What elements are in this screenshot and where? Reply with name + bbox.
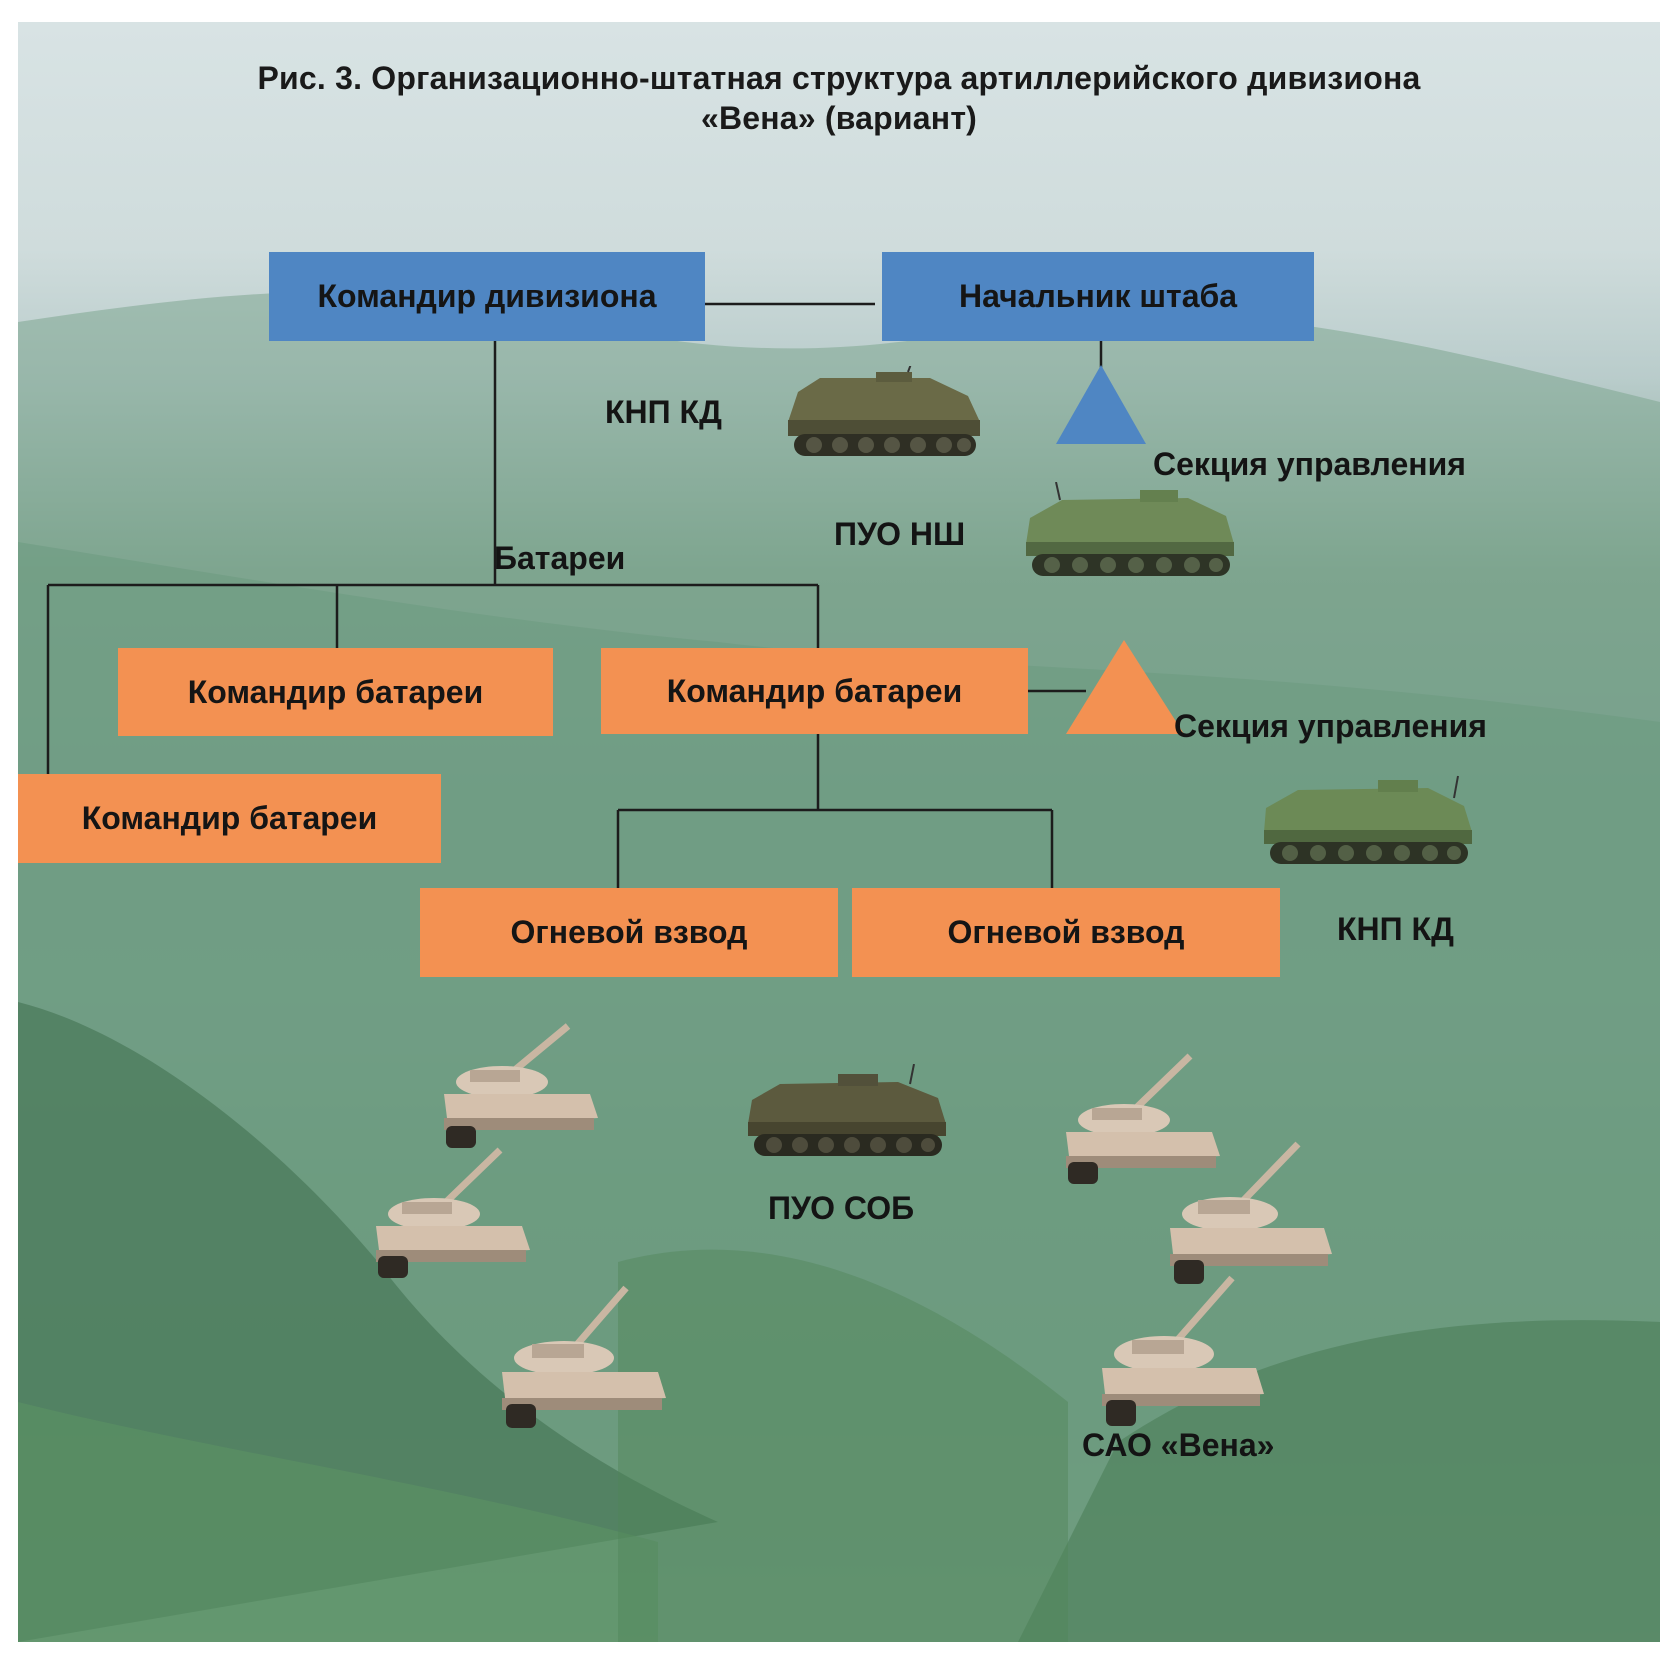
self-propelled-gun-icon [1170, 1141, 1332, 1284]
sao-vena-label: САО «Вена» [1082, 1427, 1275, 1463]
org-connectors [46, 302, 1184, 888]
control-section-label-top: Секция управления [1153, 446, 1466, 482]
armored-command-vehicle-icon [1264, 775, 1472, 864]
figure-title-line-1: Рис. 3. Организационно-штатная структура… [257, 60, 1421, 96]
battery-commander-box-3: Командир батареи [18, 774, 441, 863]
fire-platoon-box-2: Огневой взвод [852, 888, 1280, 977]
self-propelled-gun-icon [1102, 1275, 1264, 1426]
division-commander-box: Командир дивизиона [269, 252, 705, 341]
armored-command-vehicle-icon [788, 366, 980, 456]
puo-nsh-label: ПУО НШ [834, 516, 966, 552]
fire-platoon-box-1: Огневой взвод [420, 888, 838, 977]
control-section-label-mid: Секция управления [1174, 708, 1487, 744]
battery-triangle [1066, 640, 1184, 734]
knp-kd-label-top: КНП КД [605, 394, 722, 430]
staff-triangle [1056, 365, 1146, 444]
self-propelled-gun-icon [1066, 1053, 1220, 1184]
batteries-label: Батареи [494, 540, 626, 576]
diagram-figure: Рис. 3. Организационно-штатная структура… [18, 22, 1660, 1642]
chief-of-staff-box: Начальник штаба [882, 252, 1314, 341]
armored-command-vehicle-icon [748, 1064, 946, 1156]
figure-title-line-2: «Вена» (вариант) [700, 100, 978, 136]
battery-commander-box-2: Командир батареи [601, 648, 1028, 734]
self-propelled-gun-icon [444, 1023, 598, 1148]
battery-commander-box-1: Командир батареи [118, 648, 553, 736]
self-propelled-gun-icon [376, 1147, 530, 1278]
armored-command-vehicle-icon [1026, 482, 1234, 576]
knp-kd-label-right: КНП КД [1337, 911, 1454, 947]
self-propelled-gun-icon [502, 1285, 666, 1428]
puo-sob-label: ПУО СОБ [768, 1190, 915, 1226]
